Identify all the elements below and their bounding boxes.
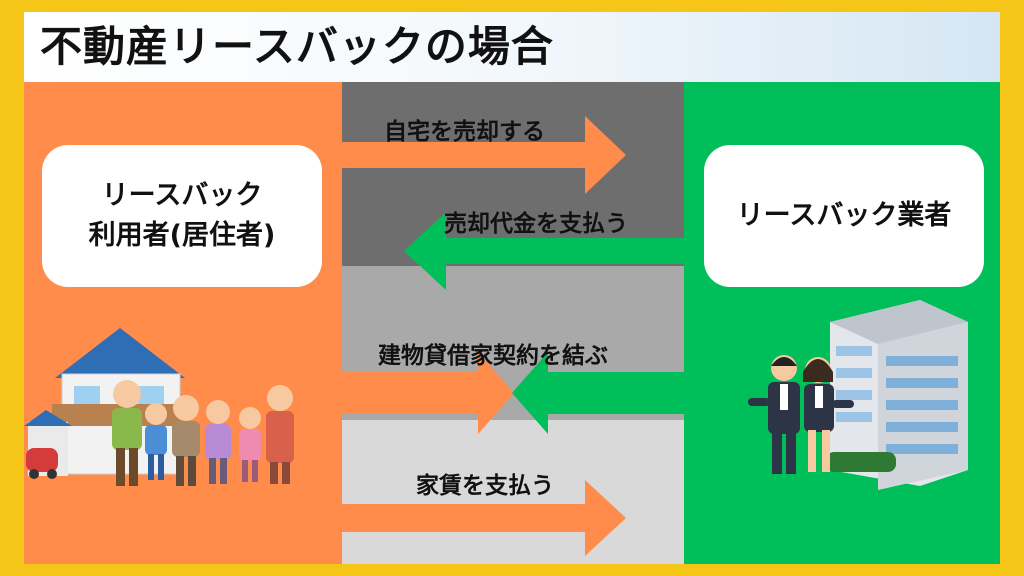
user-box-line1: リースバック	[101, 180, 263, 211]
arrow-pay-rent	[342, 480, 626, 556]
arrow-pay-proceeds	[404, 212, 684, 290]
flow-label-pay-proceeds: 売却代金を支払う	[444, 211, 628, 237]
office-building-icon	[826, 300, 968, 490]
title-bar: 不動産リースバックの場合	[24, 12, 1000, 82]
flow-label-pay-rent: 家賃を支払う	[416, 473, 554, 499]
company-box: リースバック業者	[704, 145, 984, 287]
company-box-label: リースバック業者	[736, 200, 952, 231]
arrow-lease-contract-orange	[342, 352, 514, 434]
flow-label-lease-contract: 建物貸借家契約を結ぶ	[378, 343, 608, 369]
flow-label-sell-home: 自宅を売却する	[384, 119, 545, 145]
arrow-lease-contract-green	[512, 352, 684, 434]
user-box-line2: 利用者(居住者)	[88, 220, 276, 251]
user-box: リースバック 利用者(居住者)	[42, 145, 322, 287]
family-icon	[112, 380, 294, 486]
flow-band-sale	[342, 82, 684, 266]
page-title: 不動産リースバックの場合	[40, 22, 554, 71]
arrow-sell-home	[342, 116, 626, 194]
flow-band-rent	[342, 420, 684, 564]
business-people-icon	[748, 355, 854, 474]
